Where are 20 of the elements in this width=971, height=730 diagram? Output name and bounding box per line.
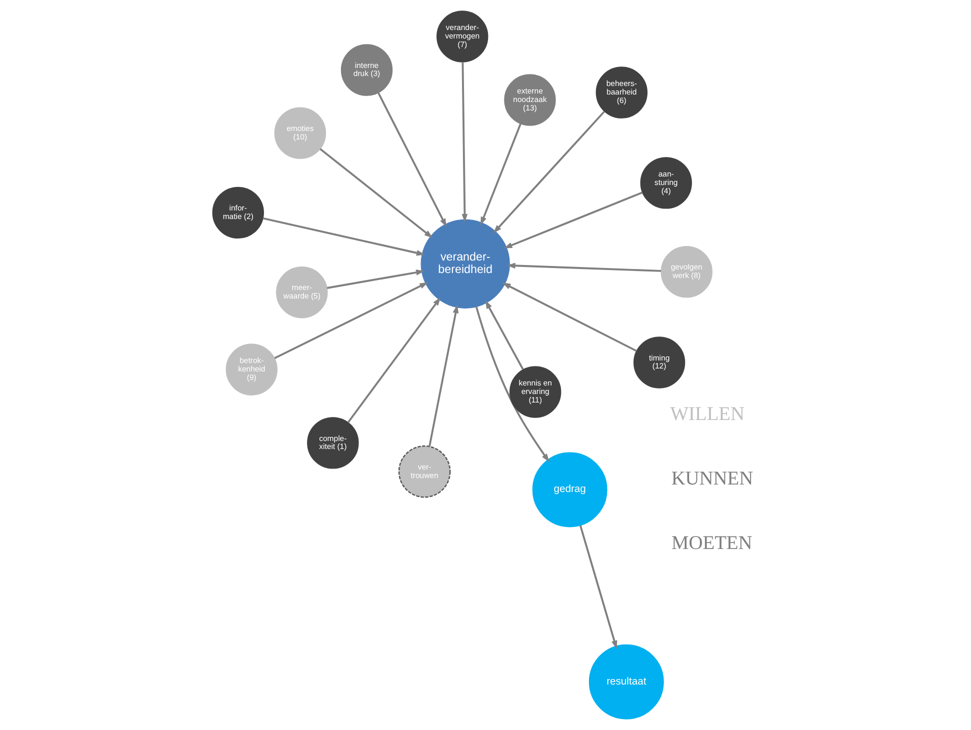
label: KUNNEN: [670, 468, 753, 490]
arrow: [346, 297, 440, 423]
label: WILLEN: [670, 404, 744, 425]
arrow: [492, 110, 605, 234]
arrow: [274, 282, 428, 359]
arrow: [326, 270, 424, 289]
arrow: [506, 262, 661, 272]
label: MOETEN: [671, 533, 752, 554]
arrow: [502, 282, 636, 352]
arrow: [578, 525, 617, 650]
arrow: [428, 304, 458, 447]
arrow: [484, 300, 524, 370]
arrow: [503, 192, 642, 248]
arrow: [480, 123, 521, 226]
arrow: [319, 148, 432, 238]
arrow: [262, 217, 424, 256]
arrow: [474, 306, 549, 462]
arrow: [377, 92, 446, 227]
arrow: [461, 62, 468, 222]
node-circle: resultaat: [588, 644, 664, 720]
